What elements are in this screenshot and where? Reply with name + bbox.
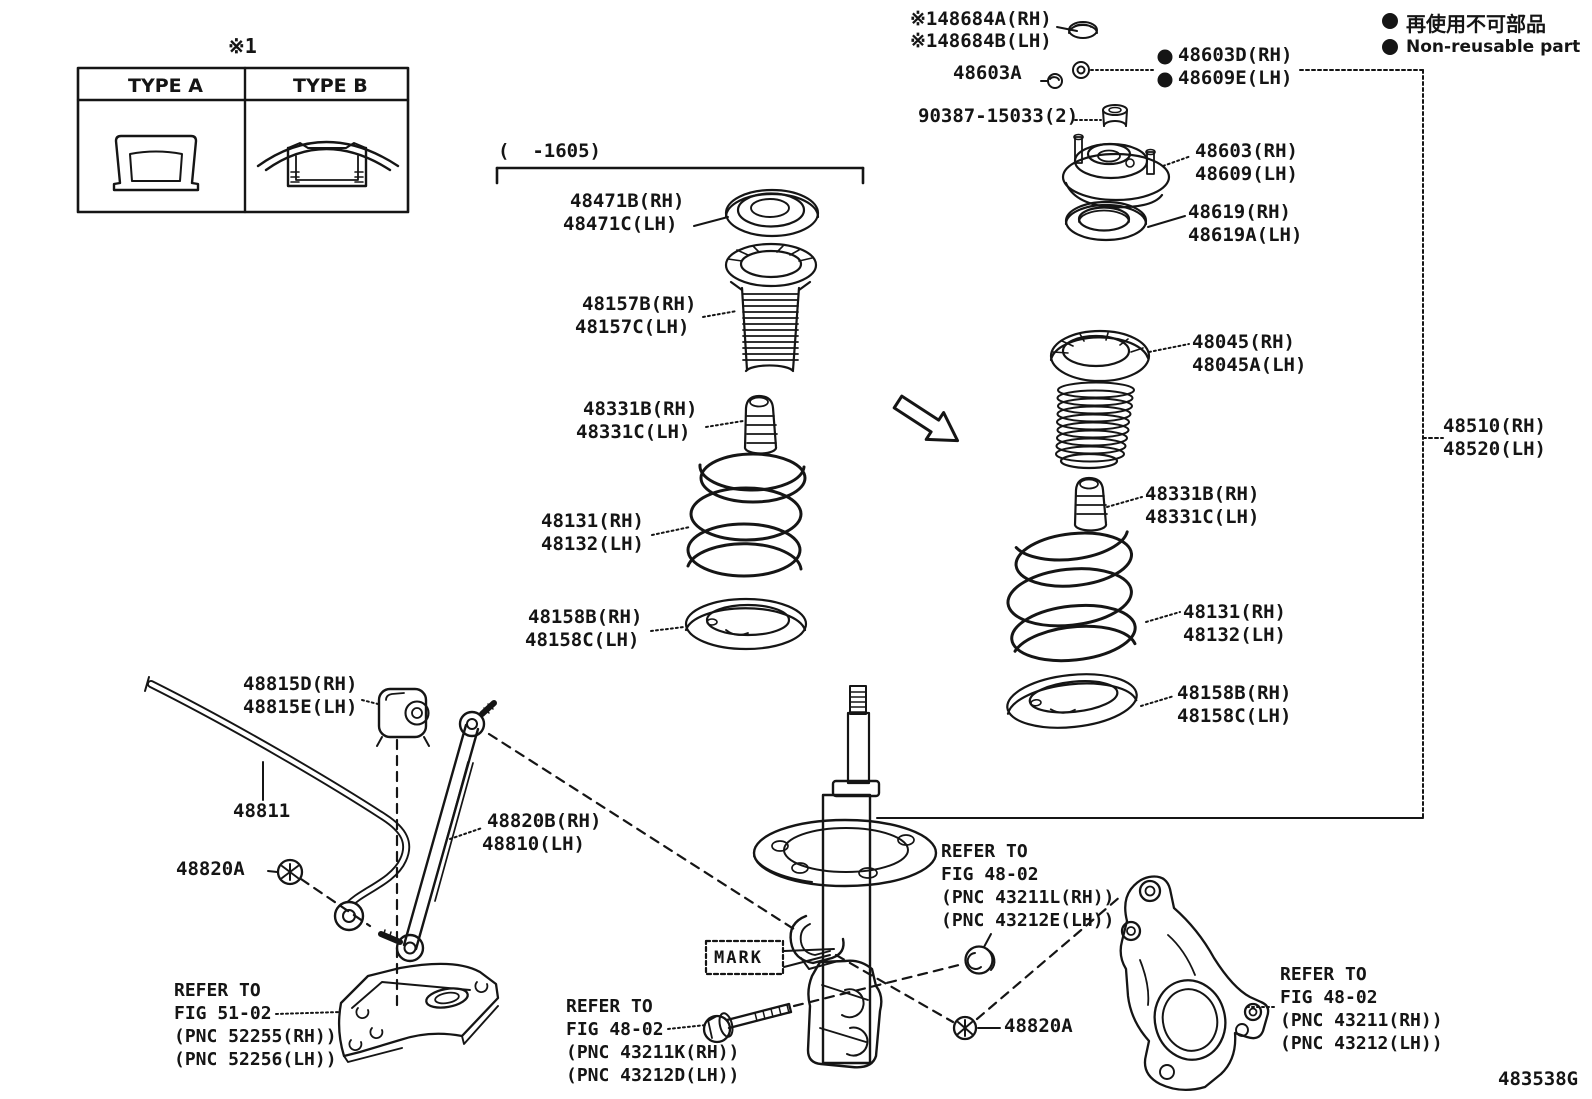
production-range-label: ( -1605) — [498, 140, 601, 162]
part-label-48045: 48045(RH) — [1192, 331, 1295, 353]
retainer-nut-drawing — [1072, 61, 1090, 79]
type-a-header: TYPE A — [128, 75, 203, 97]
ref-fig4802k-line4: (PNC 43212D(LH)) — [566, 1065, 740, 1086]
coil-spring-left-drawing — [686, 452, 807, 578]
part-label-48603d: 48603D(RH) — [1178, 44, 1293, 66]
support-nut-drawing — [1047, 73, 1063, 89]
part-label-48331b-right: 48331B(RH) — [1145, 483, 1260, 505]
upper-insulator-drawing — [724, 188, 820, 238]
part-label-48158b-left: 48158B(RH) — [528, 606, 643, 628]
flange-nut-drawing — [964, 945, 996, 975]
part-label-48609: 48609(LH) — [1195, 163, 1298, 185]
ref-fig5102-line2: FIG 51-02 — [174, 1003, 272, 1024]
type-table-drawing — [76, 66, 410, 214]
ref-fig5102-line3: (PNC 52255(RH)) — [174, 1026, 337, 1047]
dotted-leaders — [275, 69, 1278, 1030]
part-label-48158c-right: 48158C(LH) — [1177, 705, 1292, 727]
dust-cover-right-drawing — [1049, 329, 1151, 470]
washer-bolt-drawing — [1102, 104, 1128, 127]
part-label-48820a-left: 48820A — [176, 858, 245, 880]
legend-en: Non-reusable part — [1406, 37, 1581, 57]
diagram-code: 483538G — [1498, 1068, 1579, 1090]
part-label-48520: 48520(LH) — [1443, 438, 1546, 460]
ref-fig4802l-line4: (PNC 43212E(LH)) — [941, 910, 1115, 931]
part-label-48157c: 48157C(LH) — [575, 316, 690, 338]
ref-fig4802l-line2: FIG 48-02 — [941, 864, 1039, 885]
lower-insulator-right-drawing — [1006, 673, 1138, 729]
steering-knuckle-drawing — [1119, 875, 1270, 1092]
legend-jp: 再使用不可部品 — [1406, 12, 1546, 36]
direction-arrow — [892, 394, 960, 443]
part-label-48820b: 48820B(RH) — [487, 810, 602, 832]
part-label-48158b-right: 48158B(RH) — [1177, 682, 1292, 704]
ref-fig5102-line1: REFER TO — [174, 980, 261, 1001]
part-label-48619: 48619(RH) — [1188, 201, 1291, 223]
part-label-48684a: ※148684A(RH) — [910, 8, 1052, 30]
type-b-header: TYPE B — [293, 75, 368, 97]
part-label-48510: 48510(RH) — [1443, 415, 1546, 437]
part-label-48331c-right: 48331C(LH) — [1145, 506, 1260, 528]
ref-fig4802-line1: REFER TO — [1280, 964, 1367, 985]
ref-fig4802-line2: FIG 48-02 — [1280, 987, 1378, 1008]
part-label-48132-left: 48132(LH) — [541, 533, 644, 555]
bracket-fig5102-drawing — [337, 962, 500, 1063]
ref-fig4802l-line1: REFER TO — [941, 841, 1028, 862]
part-label-48131-right: 48131(RH) — [1183, 601, 1286, 623]
spring-bumper-left-drawing — [743, 394, 778, 455]
part-label-48158c-left: 48158C(LH) — [525, 629, 640, 651]
part-label-48684b: ※148684B(LH) — [910, 30, 1052, 52]
part-label-48045a: 48045A(LH) — [1192, 354, 1307, 376]
footnote-marker: ※1 — [228, 34, 257, 58]
stabilizer-bar-drawing — [144, 676, 411, 932]
assembly-dashed-lines — [299, 732, 1123, 1024]
part-label-48811: 48811 — [233, 800, 291, 822]
ref-fig4802-line3: (PNC 43211(RH)) — [1280, 1010, 1443, 1031]
part-label-48131-left: 48131(RH) — [541, 510, 644, 532]
ref-fig4802k-line3: (PNC 43211K(RH)) — [566, 1042, 740, 1063]
ref-fig4802l-line3: (PNC 43211L(RH)) — [941, 887, 1115, 908]
part-label-48815e: 48815E(LH) — [243, 696, 358, 718]
solid-leaders — [262, 26, 1186, 1029]
part-label-48157b: 48157B(RH) — [582, 293, 697, 315]
part-label-48331c-left: 48331C(LH) — [576, 421, 691, 443]
ref-fig5102-line4: (PNC 52256(LH)) — [174, 1049, 337, 1070]
part-label-48609e: 48609E(LH) — [1178, 67, 1293, 89]
lower-insulator-left-drawing — [684, 597, 808, 651]
mark-callout-box — [704, 939, 785, 976]
bolt-fig4802k-drawing — [702, 1002, 793, 1044]
part-label-48619a: 48619A(LH) — [1188, 224, 1303, 246]
part-label-48820a-right: 48820A — [1004, 1015, 1073, 1037]
part-label-48603: 48603(RH) — [1195, 140, 1298, 162]
part-label-48603a: 48603A — [953, 62, 1022, 84]
part-label-48810: 48810(LH) — [482, 833, 585, 855]
production-range-bracket — [495, 166, 865, 185]
part-label-90387: 90387-15033(2) — [918, 105, 1079, 127]
shock-bracket-lines — [876, 69, 1444, 819]
dust-cover-left-drawing — [724, 242, 818, 373]
stabilizer-link-drawing — [378, 700, 497, 963]
ref-fig4802-line4: (PNC 43212(LH)) — [1280, 1033, 1443, 1054]
ref-fig4802k-line2: FIG 48-02 — [566, 1019, 664, 1040]
suspension-bearing-drawing — [1064, 200, 1148, 242]
part-label-48132-right: 48132(LH) — [1183, 624, 1286, 646]
part-label-48815d: 48815D(RH) — [243, 673, 358, 695]
shock-absorber-drawing — [752, 685, 938, 1069]
ref-fig4802k-line1: REFER TO — [566, 996, 653, 1017]
stabilizer-bushing-drawing — [376, 687, 430, 747]
non-reusable-bullets — [1157, 13, 1398, 88]
part-label-48331b-left: 48331B(RH) — [583, 398, 698, 420]
stabilizer-nut-left-drawing — [276, 858, 304, 886]
mark-callout-label: MARK — [714, 948, 763, 968]
part-label-48471b: 48471B(RH) — [570, 190, 685, 212]
spring-bumper-right-drawing — [1073, 476, 1108, 532]
coil-spring-right-drawing — [1006, 530, 1137, 663]
strut-support-drawing — [1061, 133, 1171, 209]
stabilizer-nut-right-drawing — [952, 1015, 978, 1041]
part-label-48471c: 48471C(LH) — [563, 213, 678, 235]
